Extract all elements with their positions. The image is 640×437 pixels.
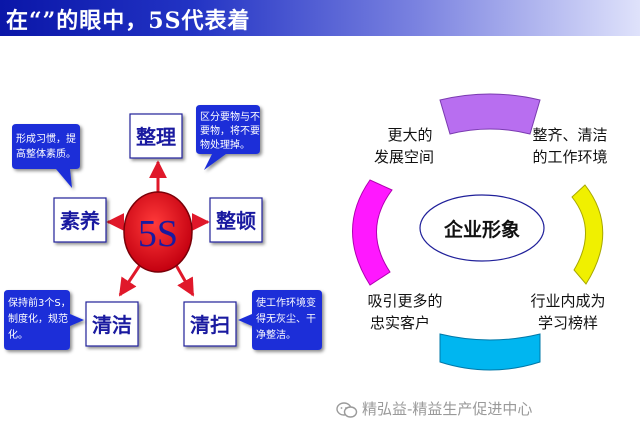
title-bar: 在“”的眼中，5S代表着 [0, 0, 640, 36]
ring-segment-right [571, 184, 604, 285]
callout-seiso-line-3: 净整洁。 [256, 328, 296, 341]
callout-seiso-line-1: 使工作环境变 [256, 296, 316, 309]
box-shitsuke: 素养 [53, 197, 107, 243]
ring-center-oval [419, 194, 545, 262]
ring-bottom-right-line-2: 学习榜样 [538, 314, 598, 332]
ring-top-left-line-1: 更大的 [387, 126, 432, 144]
callout-seiketsu-line-1: 保持前3个S， [8, 296, 71, 309]
wechat-icon [336, 401, 358, 418]
ring-diagram: 企业形象 更大的 发展空间 整齐、清洁 的工作环境 吸引更多的 忠实客户 行业内… [352, 93, 608, 371]
callout-shitsuke: 形成习惯，提 高整体素质。 [12, 124, 80, 188]
box-seiri-label: 整理 [135, 125, 176, 149]
box-seiri: 整理 [129, 113, 183, 159]
box-seiketsu: 清洁 [85, 301, 139, 347]
box-seiton: 整顿 [209, 197, 263, 243]
center-5s-oval [123, 191, 193, 273]
arrow-to-seiso [174, 264, 195, 297]
ring-bottom-left-line-1: 吸引更多的 [367, 292, 442, 310]
callout-seiketsu: 保持前3个S， 制度化，规范 化。 [4, 290, 84, 350]
ring-segment-left [352, 179, 393, 286]
callout-seiri-line-2: 要物，将不要 [200, 124, 260, 137]
callout-shitsuke-line-2: 高整体素质。 [16, 147, 76, 160]
box-seiton-label: 整顿 [215, 209, 256, 233]
ring-bottom-right-line-1: 行业内成为 [530, 292, 605, 310]
ring-top-right-line-1: 整齐、清洁 [532, 126, 607, 144]
callout-seiri-line-1: 区分要物与不 [200, 110, 260, 123]
callout-seiri: 区分要物与不 要物，将不要 物处理掉。 [196, 105, 260, 170]
page-title: 在“”的眼中，5S代表着 [6, 8, 251, 34]
ring-top-left-line-2: 发展空间 [374, 148, 434, 166]
arrow-to-seiketsu [118, 264, 142, 297]
ring-segment-top [439, 93, 541, 135]
callout-seiketsu-line-3: 化。 [8, 328, 28, 341]
ring-center-label: 企业形象 [443, 218, 520, 241]
box-seiso-label: 清扫 [190, 313, 230, 337]
ring-segment-bottom [439, 333, 541, 371]
box-seiketsu-label: 清洁 [92, 313, 132, 337]
ring-top-right-line-2: 的工作环境 [532, 148, 607, 166]
watermark-text: 精弘益-精益生产促进中心 [362, 400, 533, 418]
watermark: 精弘益-精益生产促进中心 [336, 398, 532, 419]
ring-bottom-left-line-2: 忠实客户 [370, 314, 430, 332]
callout-shitsuke-line-1: 形成习惯，提 [16, 132, 76, 145]
box-seiso: 清扫 [183, 301, 237, 347]
callout-seiso-line-2: 得无灰尘、干 [256, 312, 316, 325]
box-shitsuke-label: 素养 [60, 209, 100, 233]
callout-seiri-line-3: 物处理掉。 [200, 138, 250, 151]
center-5s-label: 5S [138, 213, 178, 255]
5s-diagram: 5S 整理 整顿 清扫 清洁 素养 区分要物与不 要物，将不要 物处理掉。 [4, 105, 322, 350]
callout-seiketsu-line-2: 制度化，规范 [8, 312, 68, 325]
callout-seiso: 使工作环境变 得无灰尘、干 净整洁。 [238, 290, 322, 350]
